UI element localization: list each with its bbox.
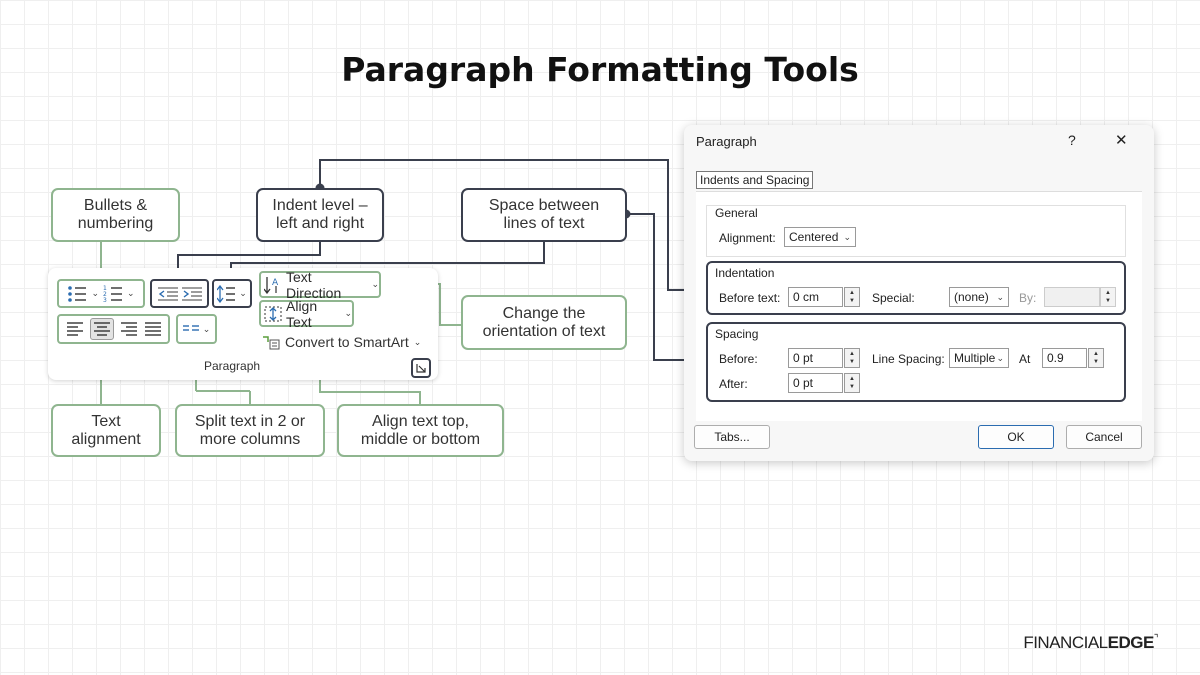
chevron-down-icon: ⌄ [344, 308, 352, 318]
dialog-launcher-icon [416, 363, 426, 373]
justify-icon[interactable] [144, 322, 162, 336]
callout-text-alignment: Text alignment [51, 404, 161, 457]
smartart-icon [262, 334, 280, 350]
align-right-icon[interactable] [120, 322, 138, 336]
ribbon-group-label: Paragraph [204, 359, 261, 373]
callout-columns: Split text in 2 or more columns [175, 404, 325, 457]
line-spacing-value: Multiple [954, 351, 996, 365]
bullets-icon[interactable] [67, 285, 87, 303]
by-label: By: [1019, 291, 1037, 305]
alignment-select[interactable]: Centered ⌄ [784, 227, 856, 247]
after-spacing-spinner[interactable]: ▲▼ [844, 373, 860, 393]
columns-group: ⌄ [176, 314, 217, 344]
indentation-label: Indentation [715, 266, 775, 280]
before-text-label: Before text: [719, 291, 781, 305]
align-center-icon[interactable] [89, 318, 114, 340]
special-select[interactable]: (none) ⌄ [949, 287, 1009, 307]
spin-up-icon[interactable]: ▲ [849, 376, 855, 382]
alignment-group [57, 314, 170, 344]
tab-indents-spacing[interactable]: Indents and Spacing [696, 171, 814, 189]
ok-button[interactable]: OK [978, 425, 1054, 449]
by-input[interactable] [1044, 287, 1100, 307]
chevron-down-icon[interactable]: ⌄ [239, 288, 247, 298]
spin-down-icon[interactable]: ▼ [1105, 298, 1111, 304]
text-direction-button[interactable]: A Text Direction ⌄ [259, 268, 381, 301]
by-spinner[interactable]: ▲▼ [1100, 287, 1116, 307]
general-section [706, 205, 1126, 257]
align-text-button[interactable]: Align Text ⌄ [259, 297, 354, 330]
callout-line-spacing: Space between lines of text [461, 188, 627, 242]
page-title: Paragraph Formatting Tools [341, 50, 859, 89]
financial-edge-logo: FINANCIALEDGE⌝ [1023, 633, 1158, 653]
chevron-down-icon: ⌄ [843, 231, 851, 242]
spin-down-icon[interactable]: ▼ [849, 359, 855, 365]
before-spacing-spinner[interactable]: ▲▼ [844, 348, 860, 368]
before-spacing-input[interactable]: 0 pt [788, 348, 843, 368]
callout-text-orientation: Change the orientation of text [461, 295, 627, 350]
text-direction-icon: A [264, 276, 282, 294]
logo-mark-icon: ⌝ [1153, 633, 1159, 645]
chevron-down-icon[interactable]: ⌄ [202, 323, 211, 334]
columns-icon[interactable] [182, 324, 199, 334]
help-icon[interactable]: ? [1068, 132, 1076, 148]
spin-down-icon[interactable]: ▼ [849, 384, 855, 390]
spacing-label: Spacing [715, 327, 759, 341]
at-spinner[interactable]: ▲▼ [1088, 348, 1104, 368]
indent-group [150, 279, 209, 308]
spin-down-icon[interactable]: ▼ [849, 298, 855, 304]
chevron-down-icon[interactable]: ⌄ [127, 288, 135, 298]
logo-text-financial: FINANCIAL [1023, 633, 1108, 652]
alignment-label: Alignment: [719, 231, 776, 245]
special-label: Special: [872, 291, 915, 305]
at-label-text: At [1019, 352, 1031, 366]
spin-up-icon[interactable]: ▲ [1105, 290, 1111, 296]
svg-text:1: 1 [103, 285, 107, 292]
paragraph-dialog: Paragraph ? ✕ Indents and Spacing Genera… [684, 125, 1154, 461]
chevron-down-icon: ⌄ [996, 291, 1004, 302]
svg-text:2: 2 [103, 291, 107, 298]
convert-smartart-label: Convert to SmartArt [285, 334, 409, 350]
general-label: General [715, 206, 758, 220]
logo-text-edge: EDGE [1107, 633, 1155, 652]
spin-down-icon[interactable]: ▼ [1093, 359, 1099, 365]
at-input[interactable]: 0.9 [1042, 348, 1087, 368]
chevron-down-icon: ⌄ [371, 279, 379, 289]
convert-smartart-button[interactable]: Convert to SmartArt ⌄ [262, 333, 421, 351]
increase-indent-icon[interactable] [181, 286, 202, 302]
svg-text:A: A [272, 278, 279, 288]
cancel-button[interactable]: Cancel [1066, 425, 1142, 449]
before-text-input[interactable]: 0 cm [788, 287, 843, 307]
spin-up-icon[interactable]: ▲ [849, 351, 855, 357]
chevron-down-icon[interactable]: ⌄ [91, 288, 99, 298]
callout-bullets-numbering: Bullets & numbering [51, 188, 180, 242]
svg-text:3: 3 [103, 297, 107, 303]
after-spacing-input[interactable]: 0 pt [788, 373, 843, 393]
dialog-launcher-button[interactable] [411, 358, 431, 378]
tabs-button[interactable]: Tabs... [694, 425, 770, 449]
callout-align-text: Align text top, middle or bottom [337, 404, 504, 457]
line-spacing-group: ⌄ [212, 279, 252, 308]
close-icon[interactable]: ✕ [1115, 132, 1128, 149]
align-text-icon [264, 306, 282, 322]
chevron-down-icon: ⌄ [996, 352, 1004, 363]
line-spacing-select[interactable]: Multiple⌄ [949, 348, 1009, 368]
alignment-value: Centered [789, 230, 839, 244]
dialog-title: Paragraph [696, 134, 757, 149]
line-spacing-icon[interactable] [217, 284, 236, 303]
decrease-indent-icon[interactable] [157, 286, 178, 302]
special-value: (none) [954, 290, 989, 304]
line-spacing-label: Line Spacing: [872, 352, 945, 366]
after-label: After: [719, 377, 748, 391]
chevron-down-icon: ⌄ [413, 336, 422, 347]
spin-up-icon[interactable]: ▲ [1093, 351, 1099, 357]
before-label: Before: [719, 352, 758, 366]
spin-up-icon[interactable]: ▲ [849, 290, 855, 296]
align-left-icon[interactable] [66, 322, 84, 336]
text-direction-label: Text Direction [286, 268, 342, 301]
callout-indent-level: Indent level – left and right [256, 188, 384, 242]
before-text-spinner[interactable]: ▲▼ [844, 287, 860, 307]
align-text-label: Align Text [286, 297, 318, 330]
